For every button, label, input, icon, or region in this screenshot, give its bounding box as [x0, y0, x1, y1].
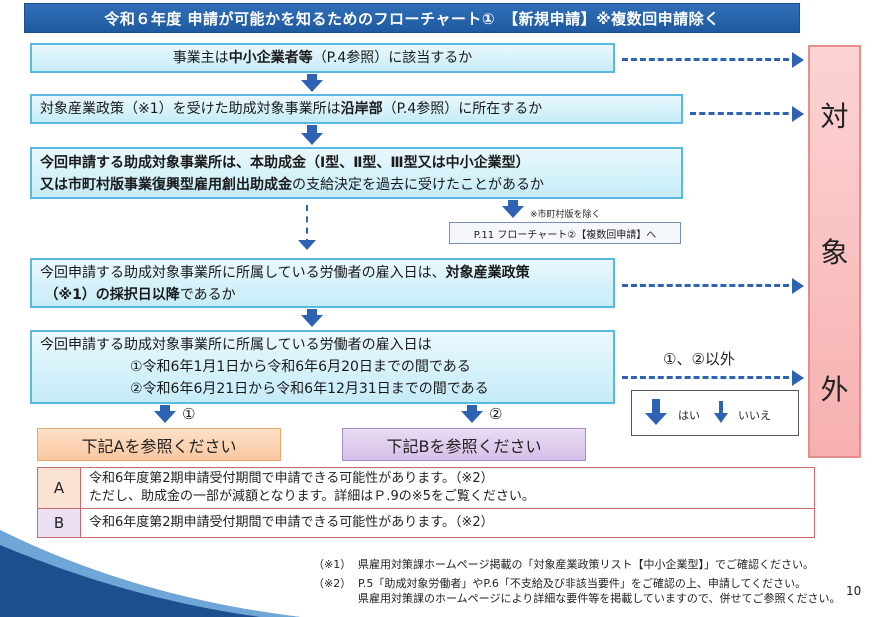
yes-arrow-1-stem — [307, 74, 317, 80]
yes-arrow-4 — [301, 315, 323, 327]
q4-line1-pre: 今回申請する助成対象事業所に所属している労働者の雇入日は、 — [40, 265, 446, 281]
yes-legend-stem — [652, 399, 660, 415]
no-legend-stem — [719, 401, 723, 415]
no-arrowhead-5 — [792, 370, 804, 386]
q2-pre: 対象産業政策（※1）を受けた助成対象事業所は — [40, 101, 341, 117]
q3-yes-arrow — [502, 206, 524, 218]
q4-line1-bold: 対象産業政策 — [445, 265, 530, 281]
not-eligible-box: 対 象 外 — [808, 45, 861, 458]
footnote-2-text2: 県雇用対策課のホームページにより詳細な要件等を掲載していますので、併せてご参照く… — [358, 592, 841, 605]
branch2-stem — [467, 405, 477, 411]
footnote-1-text: 県雇用対策課ホームページ掲載の「対象産業政策リスト【中小企業型】」でご確認くださ… — [358, 558, 814, 571]
legend: はい いいえ — [631, 390, 799, 436]
branch2-arrow — [461, 411, 483, 423]
q3-yes-stem — [508, 200, 518, 206]
refer-b-box: 下記Bを参照ください — [342, 428, 586, 461]
q5-line3: ②令和6年6月21日から令和6年12月31日までの間である — [130, 381, 489, 397]
page-number: 10 — [846, 584, 862, 598]
note-a-line1: 令和6年度第2期申請受付期間で申請できる可能性があります。（※2） — [89, 471, 494, 486]
no-arrowhead-2 — [792, 106, 804, 122]
no-arrow-4 — [622, 284, 798, 287]
taisho-char-2: 象 — [820, 236, 849, 270]
branch1-label: ① — [182, 405, 196, 423]
q1-bold: 中小企業者等 — [228, 50, 313, 66]
question-hire-date-range: 今回申請する助成対象事業所に所属している労働者の雇入日は ①令和6年1月1日から… — [30, 330, 615, 404]
question-coastal: 対象産業政策（※1）を受けた助成対象事業所は沿岸部（P.4参照）に所在するか — [30, 94, 683, 124]
yes-arrow-1 — [301, 80, 323, 92]
no-legend-icon — [714, 413, 728, 423]
branch1-stem — [160, 405, 170, 411]
branch2-label: ② — [489, 405, 503, 423]
footnote-1-mark: （※1） — [313, 558, 352, 571]
q3-no-arrowhead — [298, 240, 316, 250]
no-arrow-5 — [622, 376, 798, 379]
q3-line2-post: の支給決定を過去に受けたことがあるか — [292, 177, 544, 193]
footnote-2-mark: （※2） — [313, 577, 352, 590]
notes-table: A 令和6年度第2期申請受付期間で申請できる可能性があります。（※2） ただし、… — [37, 467, 815, 538]
q2-bold: 沿岸部 — [340, 101, 383, 117]
taisho-char-3: 外 — [820, 372, 849, 406]
note-row-b: B 令和6年度第2期申請受付期間で申請できる可能性があります。（※2） — [37, 508, 815, 538]
decorative-swoosh — [0, 530, 300, 617]
no-arrowhead-1 — [792, 52, 804, 68]
q5-line1: 今回申請する助成対象事業所に所属している労働者の雇入日は — [40, 337, 432, 353]
exclusion-note: ※市町村版を除く — [530, 210, 601, 220]
footnote-2-text: P.5「助成対象労働者」やP.6「不支給及び非該当要件」をご確認の上、申請してく… — [358, 577, 807, 590]
no-arrow-2 — [690, 112, 798, 115]
no-arrowhead-4 — [792, 278, 804, 294]
question-hire-date-adoption: 今回申請する助成対象事業所に所属している労働者の雇入日は、対象産業政策 （※1）… — [30, 258, 615, 308]
legend-yes: はい — [678, 409, 700, 422]
q1-pre: 事業主は — [172, 50, 229, 66]
q4-line2-bold: （※1）の採択日以降 — [44, 287, 180, 303]
legend-no: いいえ — [738, 409, 771, 422]
refer-a-box: 下記Aを参照ください — [37, 428, 281, 461]
note-key-b: B — [37, 508, 81, 538]
question-past-decision: 今回申請する助成対象事業所は、本助成金（Ⅰ型、Ⅱ型、Ⅲ型又は中小企業型） 又は市… — [30, 147, 683, 199]
yes-arrow-2-stem — [307, 125, 317, 133]
q1-post: （P.4参照）に該当するか — [312, 50, 473, 66]
question-sme: 事業主は中小企業者等（P.4参照）に該当するか — [30, 43, 615, 73]
note-a-line2: ただし、助成金の一部が減額となります。詳細はＰ.9の※5をご覧ください。 — [89, 489, 535, 504]
yes-arrow-4-stem — [307, 309, 317, 315]
branch1-arrow — [154, 411, 176, 423]
page-title: 令和６年度 申請が可能かを知るためのフローチャート① 【新規申請】※複数回申請除… — [24, 3, 800, 33]
yes-legend-icon — [645, 413, 667, 425]
note-row-a: A 令和6年度第2期申請受付期間で申請できる可能性があります。（※2） ただし、… — [37, 467, 815, 509]
q5-line2: ①令和6年1月1日から令和6年6月20日までの間である — [130, 359, 471, 375]
other-label: ①、②以外 — [663, 350, 735, 368]
taisho-char-1: 対 — [820, 100, 849, 134]
q3-no-line — [306, 205, 308, 245]
note-b-line1: 令和6年度第2期申請受付期間で申請できる可能性があります。（※2） — [80, 508, 815, 538]
q3-line2-bold: 又は市町村版事業復興型雇用創出助成金 — [40, 177, 292, 193]
yes-arrow-2 — [301, 133, 323, 145]
note-key-a: A — [37, 467, 81, 509]
q4-line2-post: であるか — [179, 287, 236, 303]
flowchart2-link[interactable]: P.11 フローチャート②【複数回申請】へ — [449, 222, 681, 244]
q3-line1: 今回申請する助成対象事業所は、本助成金（Ⅰ型、Ⅱ型、Ⅲ型又は中小企業型） — [40, 155, 530, 171]
q2-post: （P.4参照）に所在するか — [382, 101, 543, 117]
no-arrow-1 — [622, 58, 798, 61]
